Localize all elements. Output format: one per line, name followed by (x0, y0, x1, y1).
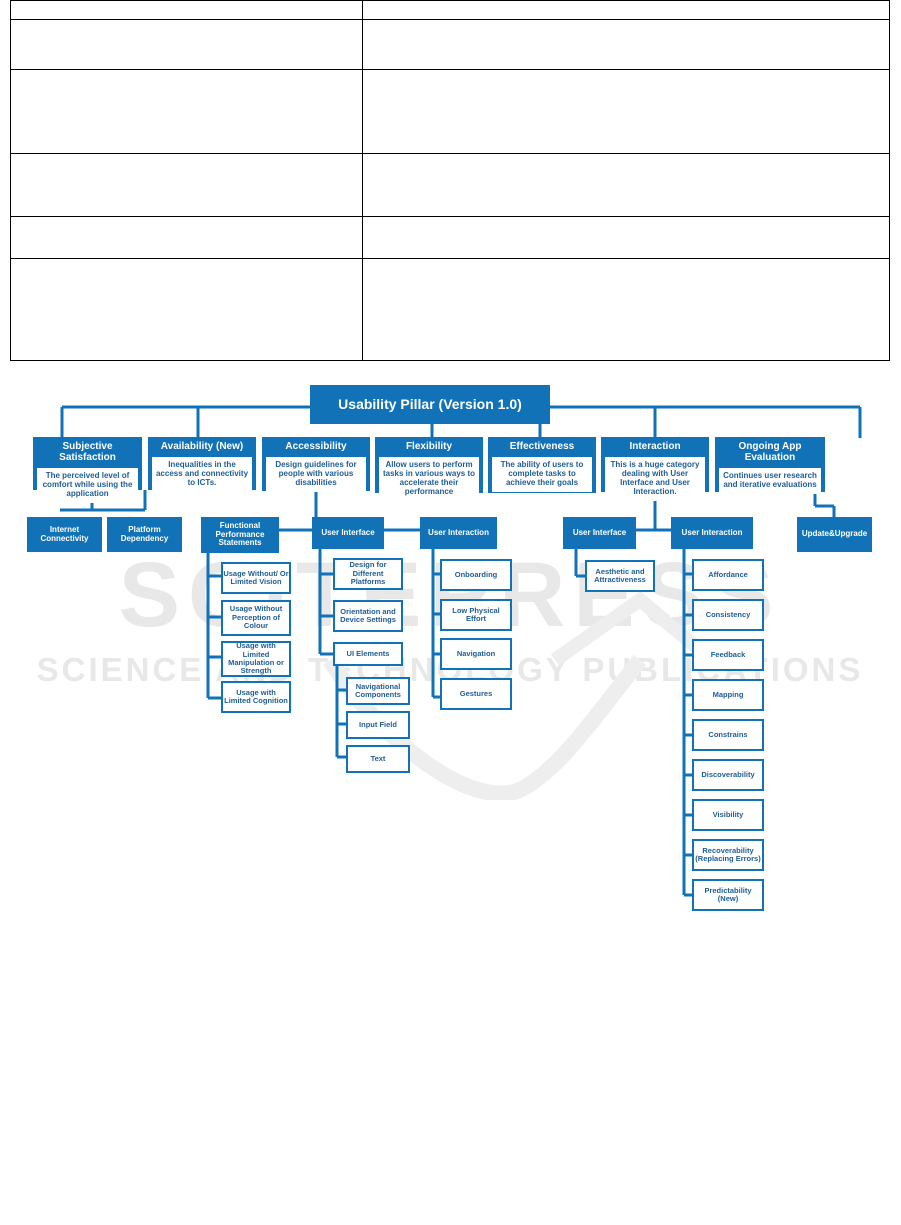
node-gestures: Gestures (440, 678, 512, 710)
usability-pillar-diagram: Usability Pillar (Version 1.0) Subjectiv… (0, 380, 901, 925)
category-title: Effectiveness (509, 441, 575, 452)
category-title: Interaction (629, 441, 681, 452)
category-description: The ability of users to complete tasks t… (492, 457, 592, 493)
root-node: Usability Pillar (Version 1.0) (310, 385, 550, 424)
table-rule (10, 19, 890, 20)
node-navigational-components: Navigational Components (346, 677, 410, 705)
category-subjective-satisfaction: Subjective Satisfaction The perceived le… (33, 437, 142, 504)
node-feedback: Feedback (692, 639, 764, 671)
category-availability: Availability (New) Inequalities in the a… (148, 437, 256, 493)
node-update-upgrade: Update&Upgrade (797, 517, 872, 552)
category-description: This is a huge category dealing with Use… (605, 457, 705, 501)
data-table (10, 0, 890, 361)
category-description: Inequalities in the access and connectiv… (152, 457, 252, 493)
category-description: Design guidelines for people with variou… (266, 457, 366, 493)
category-accessibility: Accessibility Design guidelines for peop… (262, 437, 370, 493)
node-input-field: Input Field (346, 711, 410, 739)
table-rule (10, 153, 890, 154)
node-predictability: Predictability (New) (692, 879, 764, 911)
node-constrains: Constrains (692, 719, 764, 751)
category-title: Accessibility (285, 441, 347, 452)
node-design-different-platforms: Design for Different Platforms (333, 558, 403, 590)
table-rule (10, 69, 890, 70)
node-navigation: Navigation (440, 638, 512, 670)
category-title: Ongoing App Evaluation (738, 441, 802, 464)
node-orientation-device-settings: Orientation and Device Settings (333, 600, 403, 632)
category-flexibility: Flexibility Allow users to perform tasks… (375, 437, 483, 501)
node-usage-without-colour: Usage Without Perception of Colour (221, 600, 291, 636)
table-rule (10, 0, 11, 361)
node-interaction-user-interaction: User Interaction (671, 517, 753, 549)
node-recoverability: Recoverability (Replacing Errors) (692, 839, 764, 871)
category-description: Allow users to perform tasks in various … (379, 457, 479, 501)
node-usage-limited-cognition: Usage with Limited Cognition (221, 681, 291, 713)
table-rule (10, 360, 890, 361)
category-description: Continues user research and iterative ev… (719, 468, 821, 495)
node-usage-limited-vision: Usage Without/ Or Limited Vision (221, 562, 291, 594)
node-accessibility-user-interaction: User Interaction (420, 517, 497, 549)
node-ui-elements: UI Elements (333, 642, 403, 666)
node-accessibility-user-interface: User Interface (312, 517, 384, 549)
node-usage-limited-manipulation: Usage with Limited Manipulation or Stren… (221, 641, 291, 677)
node-affordance: Affordance (692, 559, 764, 591)
node-low-physical-effort: Low Physical Effort (440, 599, 512, 631)
node-visibility: Visibility (692, 799, 764, 831)
table-rule (10, 258, 890, 259)
table-rule (10, 216, 890, 217)
node-onboarding: Onboarding (440, 559, 512, 591)
category-title: Subjective Satisfaction (59, 441, 116, 464)
category-description: The perceived level of comfort while usi… (37, 468, 138, 504)
table-rule (889, 0, 890, 361)
category-ongoing-app-evaluation: Ongoing App Evaluation Continues user re… (715, 437, 825, 495)
table-rule (362, 0, 363, 361)
node-discoverability: Discoverability (692, 759, 764, 791)
category-title: Availability (New) (160, 441, 244, 452)
node-functional-performance-statements: Functional Performance Statements (201, 517, 279, 553)
node-aesthetic-attractiveness: Aesthetic and Attractiveness (585, 560, 655, 592)
node-mapping: Mapping (692, 679, 764, 711)
category-effectiveness: Effectiveness The ability of users to co… (488, 437, 596, 493)
category-interaction: Interaction This is a huge category deal… (601, 437, 709, 501)
table-rule (10, 0, 890, 1)
node-text: Text (346, 745, 410, 773)
node-interaction-user-interface: User Interface (563, 517, 636, 549)
node-consistency: Consistency (692, 599, 764, 631)
node-platform-dependency: Platform Dependency (107, 517, 182, 552)
node-internet-connectivity: Internet Connectivity (27, 517, 102, 552)
category-title: Flexibility (405, 441, 453, 452)
